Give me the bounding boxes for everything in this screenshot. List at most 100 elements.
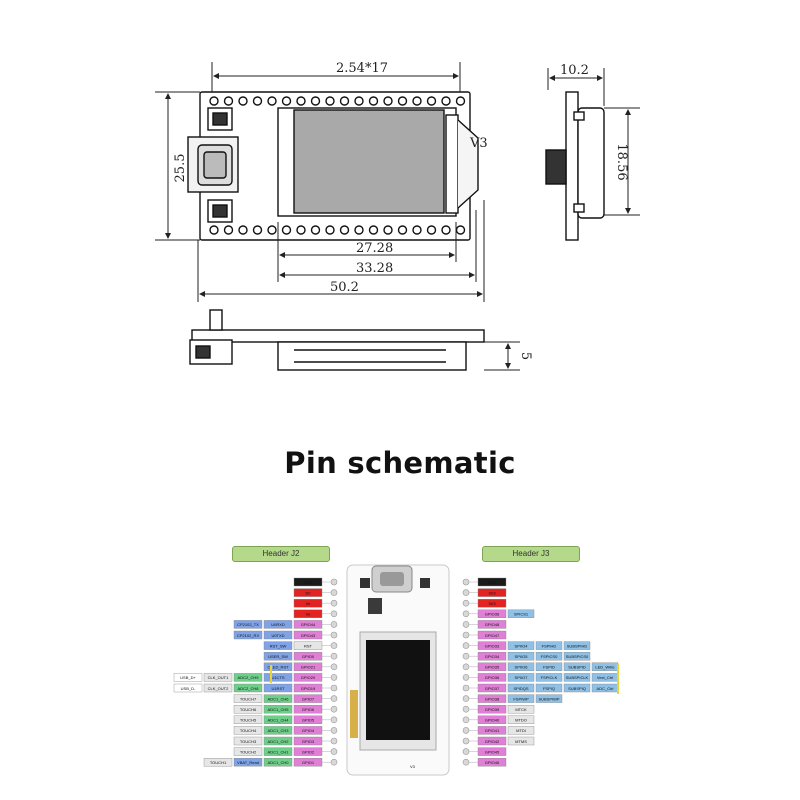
j2-pin-function: ADC1_CH2 <box>268 739 290 744</box>
j2-pin-function: TOUCH1 <box>210 760 227 765</box>
j3-pin-dot <box>462 663 470 671</box>
j3-pin-label-box <box>477 599 507 608</box>
j2-pin-label-box <box>293 683 323 693</box>
j2-pin-label: Ve <box>306 612 311 617</box>
j2-pin-dot <box>330 758 338 766</box>
j3-pin-function: MTMS <box>515 739 527 744</box>
j2-pin-function: CLK_OUT1 <box>208 675 229 680</box>
j2-pin-function-box <box>233 630 263 640</box>
j2-pin-function-box <box>263 705 293 714</box>
j2-pin-function: U1CTS <box>271 675 284 680</box>
j3-pin-label: GPIO36 <box>485 612 500 617</box>
header-hole <box>310 96 321 106</box>
j3-pin-label-box <box>477 641 507 650</box>
j2-pin-function-box <box>173 673 203 682</box>
j2-pin-function: ADC1_CH1 <box>268 749 290 754</box>
j3-pin-function: FSPICLK <box>541 675 558 680</box>
header-hole <box>267 225 277 235</box>
j3-pin-function-box <box>535 662 563 671</box>
j2-pin-label: GPIO4 <box>302 728 315 733</box>
j2-pin-dot <box>330 642 338 649</box>
j2-pin-function: ADC1_CH3 <box>268 728 290 733</box>
j3-pin-dot <box>462 748 470 755</box>
j3-pin-label: 3V3 <box>488 590 496 595</box>
j3-pin-function-box <box>535 652 563 661</box>
pinout-version-mark: V3 <box>410 764 416 769</box>
j3-pin-function: FSPIHD <box>542 643 557 648</box>
j2-pin-function-box <box>263 726 293 735</box>
j3-pin-function-box <box>535 673 563 682</box>
header-hole <box>310 225 321 235</box>
header-hole <box>281 225 292 235</box>
header-hole <box>426 96 437 106</box>
j3-pin-function: SUBSPID <box>568 665 586 670</box>
j3-pin-label-box <box>477 588 507 597</box>
j2-pin-label-box <box>293 577 323 587</box>
j3-pin-function-box <box>507 641 535 650</box>
j2-pin-label-box <box>293 747 323 756</box>
j3-pin-function-box <box>507 715 535 724</box>
j2-pin-label: 5V <box>306 590 311 595</box>
header-hole <box>252 225 263 235</box>
j3-pin-function: MTCK <box>515 707 527 712</box>
j3-pin-label-box <box>477 705 507 714</box>
header-hole <box>325 225 335 235</box>
j2-pin-function-box <box>203 673 233 682</box>
j2-pin-function-box <box>263 694 293 703</box>
j2-pin-function-box <box>173 683 203 693</box>
j2-pin-function-box <box>233 758 263 767</box>
header-hole <box>441 225 451 235</box>
dimension-lines <box>155 62 640 371</box>
j3-pin-label-box <box>477 577 507 587</box>
j3-pin-dot <box>462 599 470 607</box>
j2-pin-function: U0TXD <box>271 633 284 638</box>
header-hole <box>441 96 451 106</box>
j2-pin-function: USB_D+ <box>180 675 196 680</box>
j3-pin-label: GPIO42 <box>485 739 500 744</box>
j2-pin-label: GPIO20 <box>301 675 316 680</box>
header-hole <box>368 225 379 235</box>
j3-pin-label-box <box>477 683 507 693</box>
j2-pin-label: GPIO21 <box>301 665 316 670</box>
j3-pin-label-box <box>477 630 507 640</box>
j3-pin-label: GPIO46 <box>485 760 500 765</box>
j2-pin-function-box <box>203 683 233 693</box>
j2-pin-function: ADC2_CH9 <box>238 675 260 680</box>
j2-pin-function-box <box>263 652 293 661</box>
pin-rows: GND5VVeVeGPIO44U0RXDCP2102_TXGPIO43U0TXD… <box>173 577 619 767</box>
j2-pin-label-box <box>293 652 323 661</box>
j3-pin-label: 3V3 <box>488 601 496 606</box>
board-profile-view <box>189 309 485 371</box>
j2-pin-function: CP2102_RX <box>237 633 260 638</box>
j3-pin-function: LED_Write <box>595 665 615 670</box>
j2-pin-function-box <box>263 747 293 756</box>
j3-pin-function-box <box>535 694 563 703</box>
j3-pin-function: SPICS1 <box>514 612 529 617</box>
header-hole <box>455 96 466 106</box>
j3-pin-function: SUBSPIWP <box>538 696 559 701</box>
header-hole <box>412 96 422 106</box>
header-hole <box>296 96 306 106</box>
j3-pin-function: FSPICS0 <box>541 654 558 659</box>
j2-pin-dot <box>330 705 338 713</box>
j2-pin-dot <box>330 652 338 660</box>
j2-pin-dot <box>330 610 338 618</box>
j2-pin-label: GPIO19 <box>301 686 316 691</box>
header-hole <box>252 96 263 106</box>
j2-pin-function: OLED_RST <box>267 665 289 670</box>
j2-pin-function: USER_SW <box>268 654 288 659</box>
j3-pin-function: MTDI <box>516 728 526 733</box>
header-hole <box>238 96 248 106</box>
j3-pin-label: GND <box>488 580 497 585</box>
j2-pin-function: TOUCH3 <box>240 739 257 744</box>
j2-pin-dot <box>330 621 338 628</box>
j3-pin-function-box <box>563 662 591 671</box>
j3-pin-label: GPIO45 <box>485 749 500 754</box>
j2-pin-label-box <box>293 599 323 608</box>
j3-pin-dot <box>462 589 470 596</box>
j3-pin-function-box <box>507 673 535 682</box>
dim-inner-1: 27.28 <box>356 241 393 256</box>
header-hole <box>339 96 350 106</box>
header-hole <box>354 225 364 235</box>
